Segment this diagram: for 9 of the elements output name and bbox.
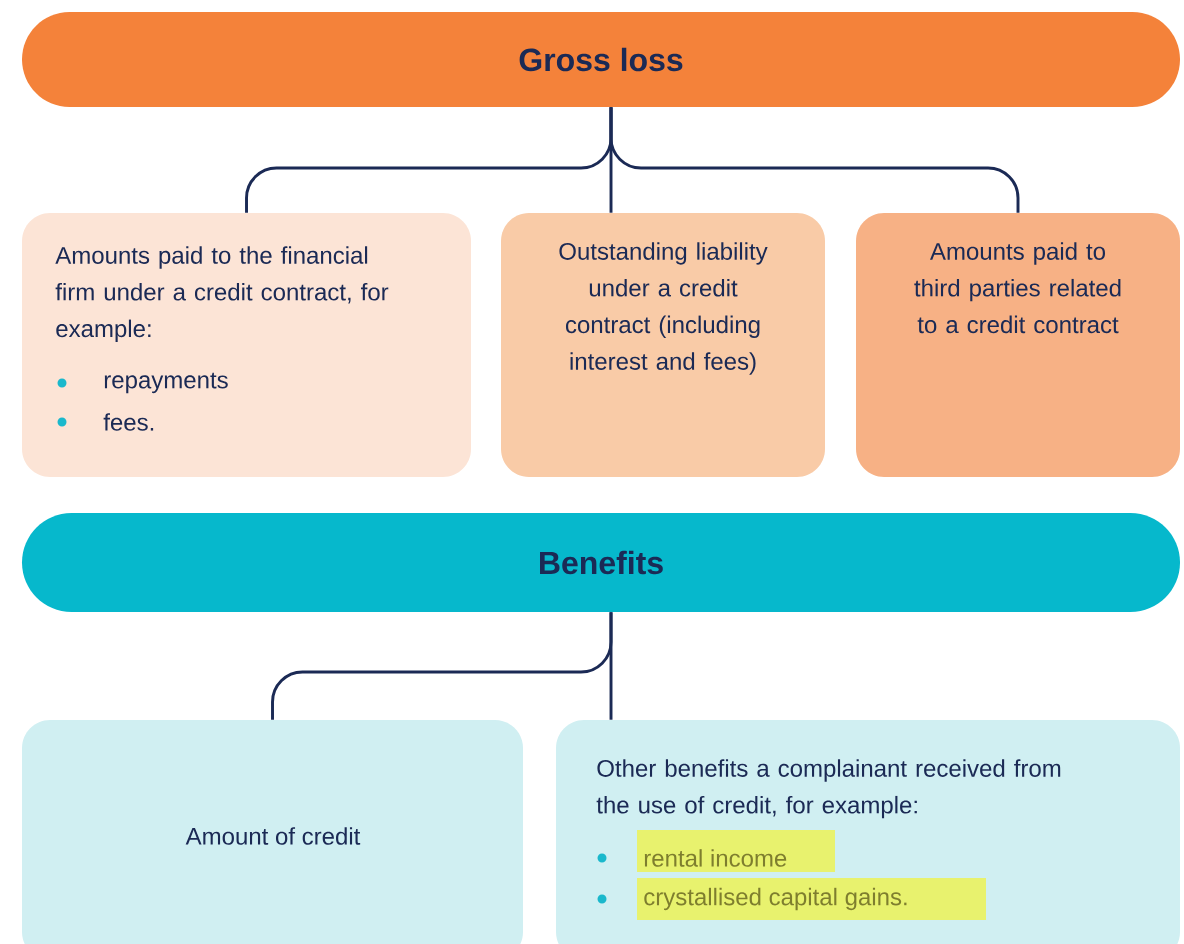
text-box: Outstanding liability under a credit contract (including interest and fees) [501,213,825,477]
heading-band: Gross loss [22,12,1180,107]
heading-band: Benefits [22,513,1180,612]
text-box: Amount of credit [22,720,523,944]
text-box: Amounts paid to third parties related to a credit contract [856,213,1180,477]
text-box: Amounts paid to the financial firm under a credit contract, for example: repayments fees. [22,213,471,477]
connector-line [609,107,1020,213]
connector-line [609,612,613,720]
text-box: Other benefits a complainant received from the use of credit, for example: rental income crystallised capital gains. [556,720,1180,944]
